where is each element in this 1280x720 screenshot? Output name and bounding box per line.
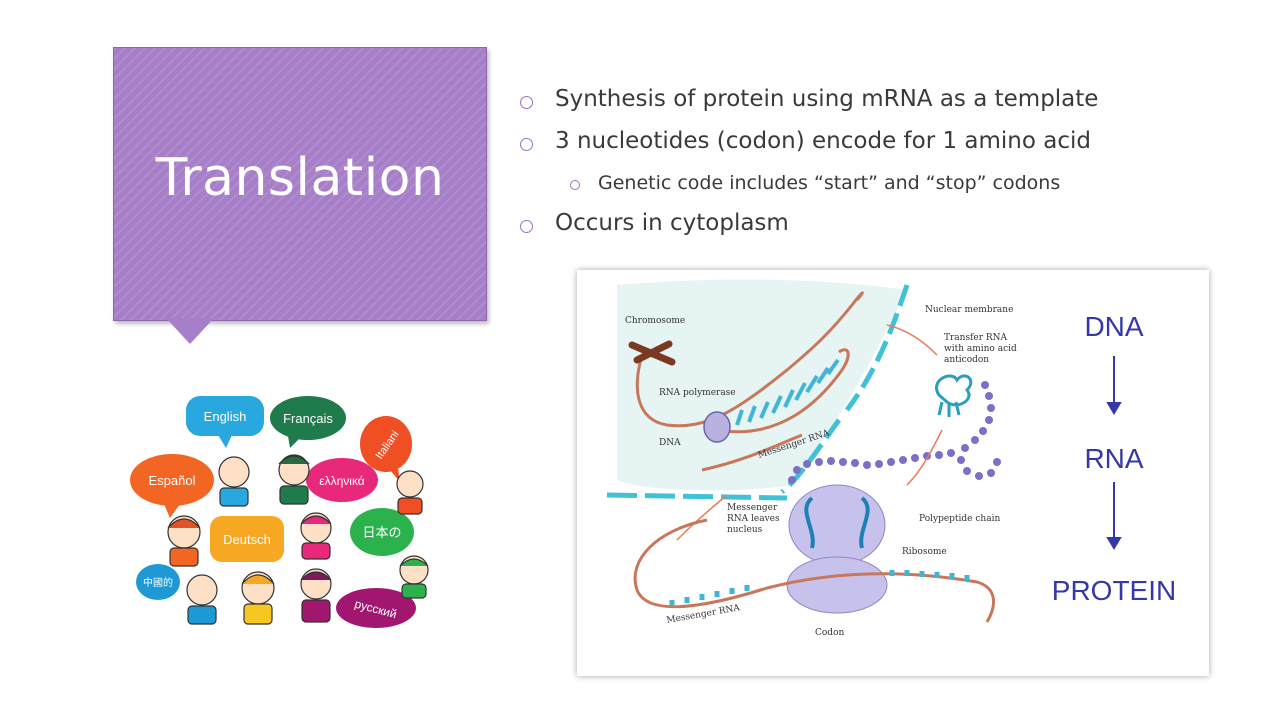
flow-dna: DNA bbox=[1084, 311, 1143, 342]
child-face-8 bbox=[241, 571, 275, 625]
lang-deutsch: Deutsch bbox=[223, 532, 271, 547]
speech-bubble-greek: ελληνικά bbox=[306, 458, 378, 502]
chromosome-icon bbox=[628, 340, 676, 366]
speech-bubble-espanol: Español bbox=[130, 454, 214, 518]
mrna-top bbox=[701, 433, 803, 472]
bullet-item: Synthesis of protein using mRNA as a tem… bbox=[520, 86, 1220, 128]
mrna-bases bbox=[669, 570, 970, 606]
dna-ladder bbox=[735, 358, 840, 426]
languages-illustration: English Français Italiani Español ελληνι… bbox=[130, 396, 429, 628]
speech-bubble-italiani: Italiani bbox=[360, 416, 412, 482]
label-chromosome: Chromosome bbox=[625, 316, 685, 326]
lang-chinese: 中國的 bbox=[143, 576, 173, 589]
bullet-ring-icon bbox=[570, 180, 580, 190]
child-face-9 bbox=[300, 568, 332, 623]
label-polypeptide: Polypeptide chain bbox=[919, 514, 1000, 524]
lang-espanol: Español bbox=[149, 473, 196, 488]
label-mrna-leaves-3: nucleus bbox=[727, 525, 763, 535]
speech-bubble-english: English bbox=[186, 396, 264, 448]
dna-strand-2 bbox=[716, 348, 850, 434]
polypeptide-chain bbox=[788, 381, 1001, 484]
lang-japanese: 日本の bbox=[362, 526, 401, 541]
flow-arrow-icons bbox=[1106, 356, 1122, 550]
bullet-text: Synthesis of protein using mRNA as a tem… bbox=[555, 86, 1099, 112]
child-face-2 bbox=[278, 454, 310, 505]
flow-protein: PROTEIN bbox=[1052, 575, 1176, 606]
title-callout: Translation bbox=[113, 47, 487, 321]
ribosome-icon bbox=[786, 484, 888, 614]
speech-bubble-russian: русский bbox=[336, 588, 416, 628]
lang-english: English bbox=[204, 409, 247, 424]
rna-polymerase-icon bbox=[703, 411, 731, 443]
label-dna: DNA bbox=[659, 438, 681, 448]
speech-bubble-japanese: 日本の bbox=[350, 508, 414, 556]
label-ribosome: Ribosome bbox=[902, 547, 947, 557]
bullet-list: Synthesis of protein using mRNA as a tem… bbox=[520, 86, 1220, 252]
label-trna-3: anticodon bbox=[944, 355, 989, 365]
mrna-bottom bbox=[633, 518, 996, 623]
nuclear-membrane-top bbox=[844, 284, 910, 412]
bullet-item: 3 nucleotides (codon) encode for 1 amino… bbox=[520, 128, 1220, 170]
label-nuclear-membrane: Nuclear membrane bbox=[925, 305, 1013, 315]
speech-bubble-francais: Français bbox=[270, 396, 346, 448]
label-rna-polymerase: RNA polymerase bbox=[659, 388, 736, 398]
child-face-icons bbox=[167, 454, 429, 625]
child-face-1 bbox=[218, 456, 250, 507]
slide-title: Translation bbox=[155, 148, 445, 208]
label-mrna-leaves-1: Messenger bbox=[727, 503, 778, 513]
nuclear-membrane-bottom bbox=[606, 492, 788, 501]
label-trna-2: with amino acid bbox=[944, 344, 1017, 354]
translation-diagram-svg: Chromosome Nuclear membrane Transfer RNA… bbox=[606, 279, 1176, 638]
sub-bullet-text: Genetic code includes “start” and “stop”… bbox=[598, 172, 1061, 194]
label-trna-1: Transfer RNA bbox=[944, 333, 1008, 343]
bullet-item: Occurs in cytoplasm bbox=[520, 210, 1220, 252]
nuclear-membrane-mid bbox=[780, 418, 842, 494]
speech-bubble-chinese: 中國的 bbox=[136, 564, 180, 600]
child-face-6 bbox=[399, 555, 429, 599]
child-face-7 bbox=[186, 574, 218, 625]
translation-diagram: Chromosome Nuclear membrane Transfer RNA… bbox=[577, 270, 1209, 676]
bullet-text: Occurs in cytoplasm bbox=[555, 210, 789, 236]
flow-rna: RNA bbox=[1084, 443, 1143, 474]
child-face-4 bbox=[167, 515, 201, 567]
label-codon: Codon bbox=[815, 628, 844, 638]
trna-icon bbox=[935, 374, 973, 417]
lang-greek: ελληνικά bbox=[319, 474, 365, 488]
bullet-ring-icon bbox=[520, 138, 533, 151]
speech-bubble-deutsch: Deutsch bbox=[210, 516, 284, 562]
bullet-text: 3 nucleotides (codon) encode for 1 amino… bbox=[555, 128, 1091, 154]
sub-bullet-item: Genetic code includes “start” and “stop”… bbox=[520, 170, 1220, 210]
lang-francais: Français bbox=[283, 411, 333, 426]
bullet-ring-icon bbox=[520, 220, 533, 233]
label-mrna-leaves-2: RNA leaves bbox=[727, 514, 780, 524]
title-callout-pointer bbox=[166, 318, 214, 344]
dna-strand bbox=[635, 291, 864, 428]
bullet-ring-icon bbox=[520, 96, 533, 109]
child-face-5 bbox=[300, 512, 332, 560]
child-face-3 bbox=[396, 470, 424, 515]
nucleus-area bbox=[617, 279, 907, 491]
